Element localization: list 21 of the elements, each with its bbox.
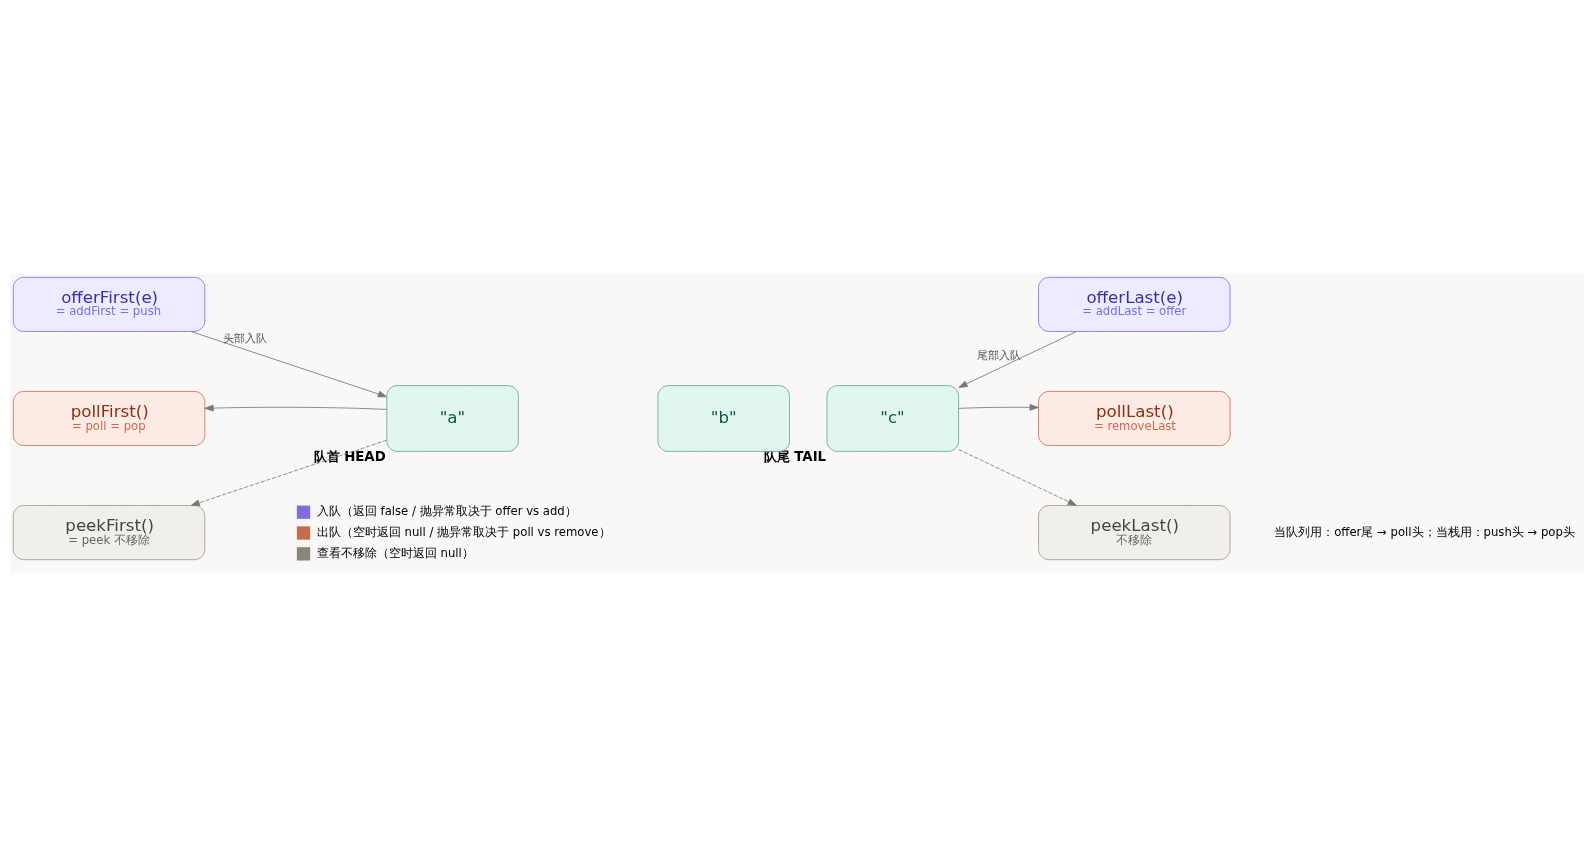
node-box: peekFirst() = peek 不移除 — [12, 504, 206, 560]
node-box: "c" — [826, 384, 959, 452]
node-label: 队首 HEAD — [313, 448, 386, 464]
node-box: pollFirst() = poll = pop — [12, 390, 206, 446]
arrow — [958, 330, 1077, 388]
arrow — [204, 404, 388, 411]
node-box: pollLast() = removeLast — [1038, 390, 1231, 446]
legend-label: 入队（返回 false / 抛异常取决于 offer vs add） — [316, 503, 577, 518]
arrow — [190, 330, 387, 397]
node-box: peekLast() 不移除 — [1038, 504, 1231, 560]
edge-label: 头部入队 — [223, 331, 268, 345]
legend-label: 出队（空时返回 null / 抛异常取决于 poll vs remove） — [316, 524, 611, 539]
arrow — [958, 448, 1077, 506]
edge-label: 尾部入队 — [976, 348, 1021, 362]
node-box: "a" — [386, 384, 519, 452]
arrow — [958, 403, 1039, 411]
arrow — [190, 439, 387, 506]
legend-label: 查看不移除（空时返回 null） — [316, 545, 474, 560]
node-box: offerFirst(e) = addFirst = push — [12, 276, 206, 332]
label: 当队列用：offer尾 → poll头；当栈用：push头 → pop头 — [1274, 524, 1575, 539]
node-box: offerLast(e) = addLast = offer — [1038, 276, 1231, 332]
